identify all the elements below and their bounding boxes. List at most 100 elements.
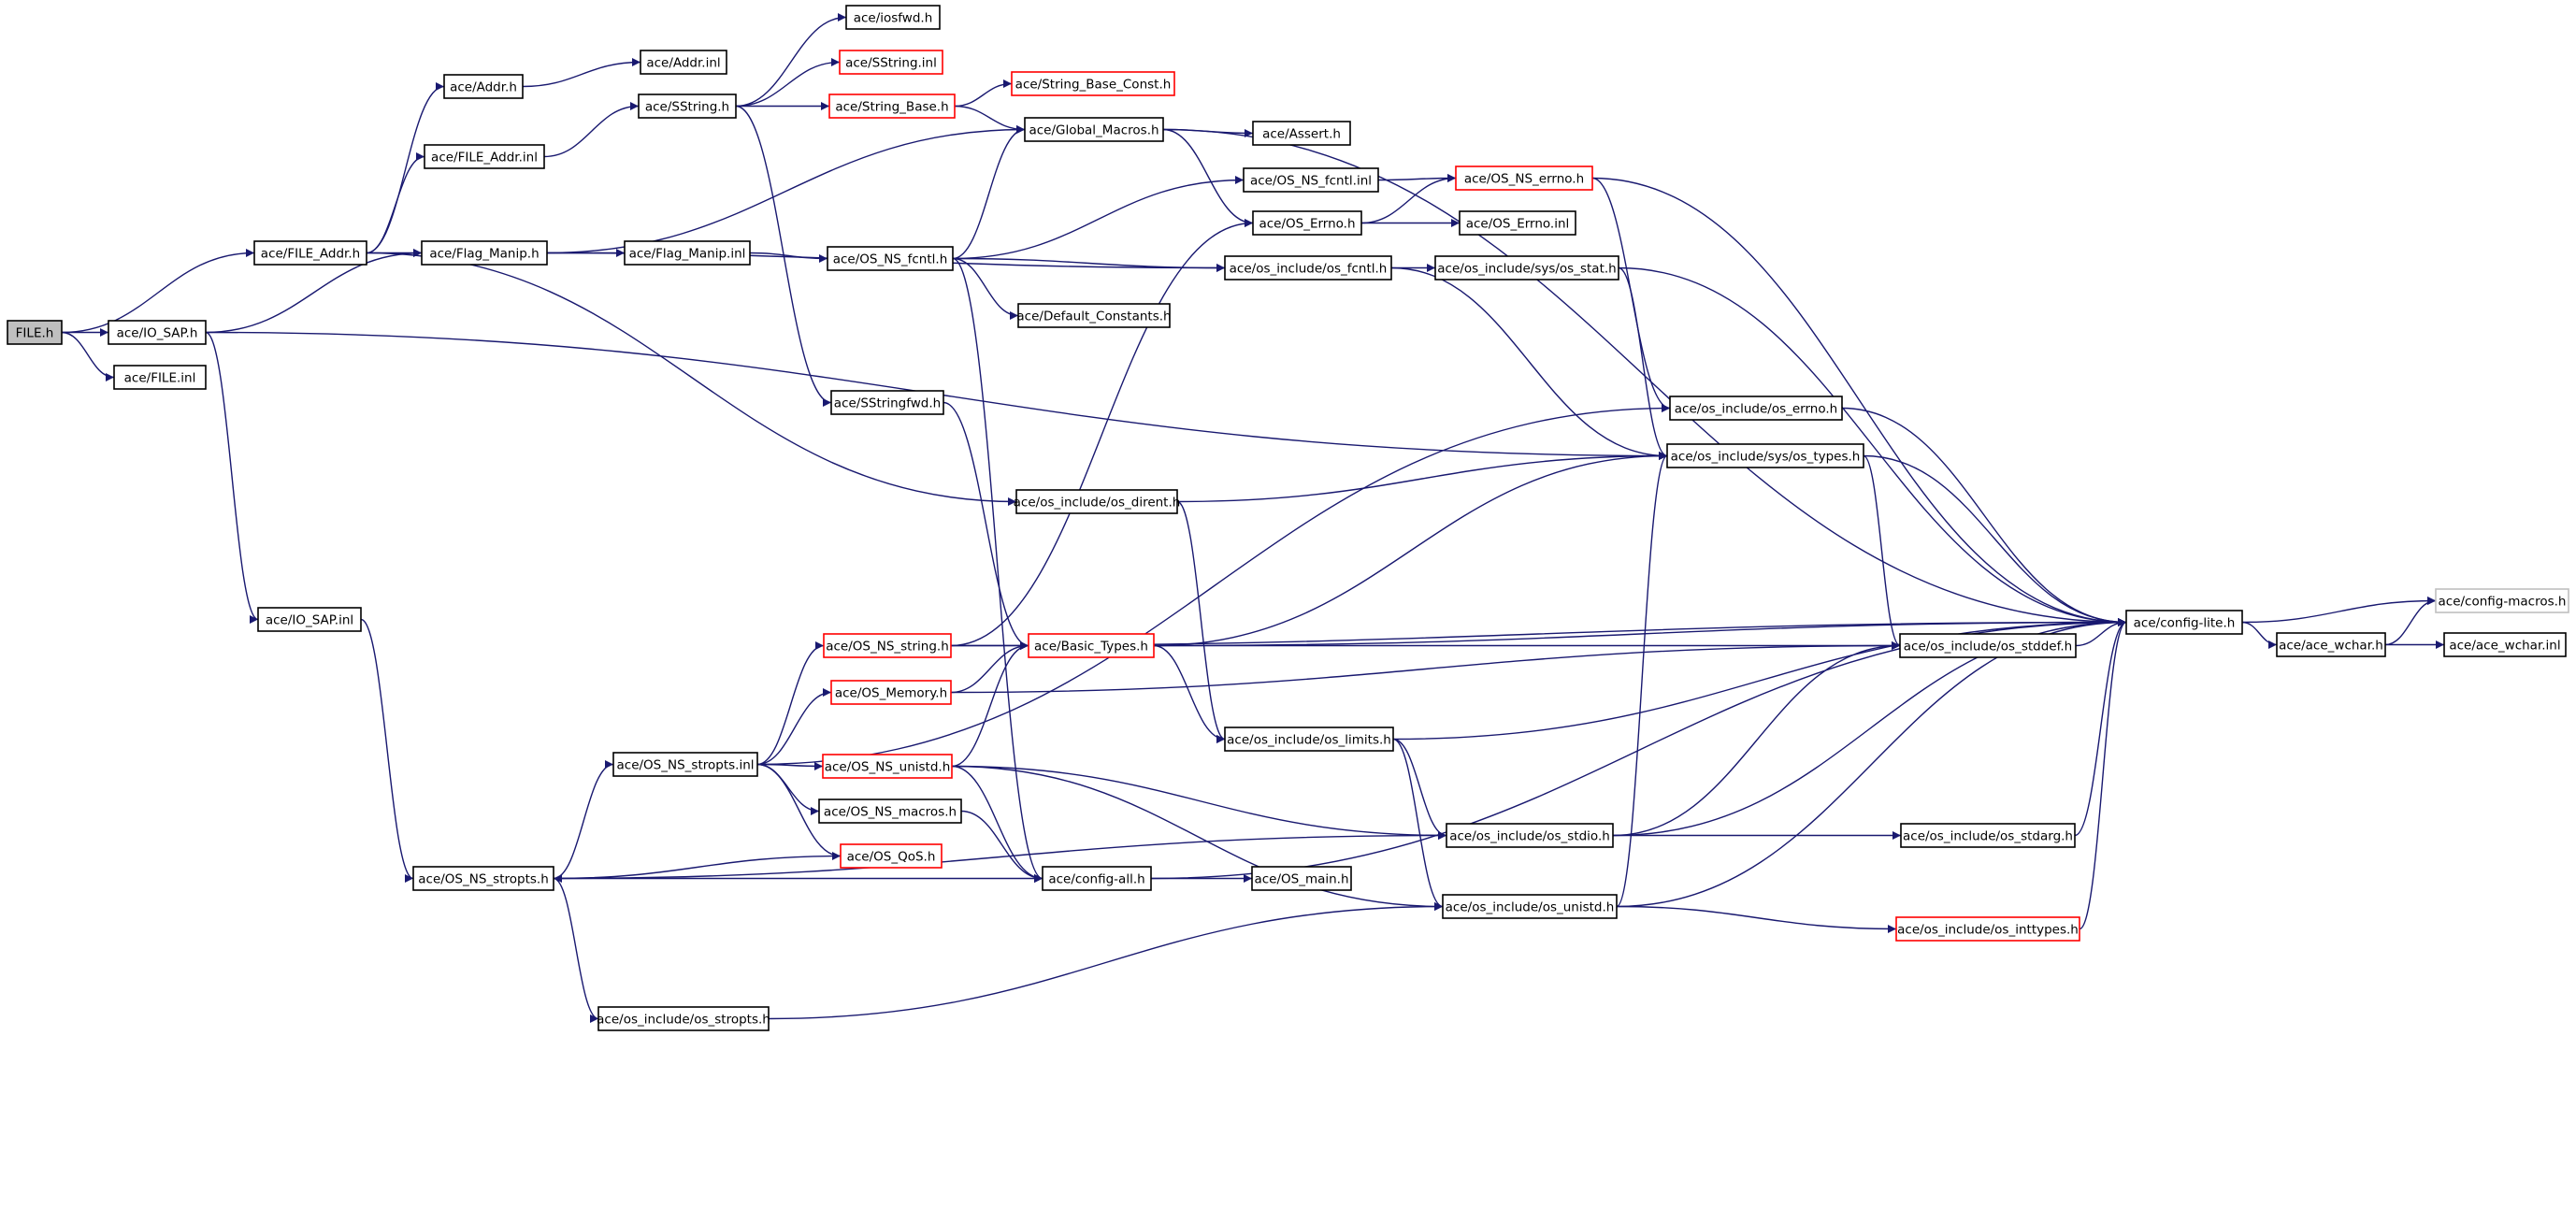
edge-global_macros_h-to-os_errno_h bbox=[1162, 128, 1254, 227]
node-file_inl[interactable]: ace/FILE.inl bbox=[113, 365, 207, 390]
node-os_stdarg_h[interactable]: ace/os_include/os_stdarg.h bbox=[1900, 823, 2076, 848]
node-os_errno_h[interactable]: ace/OS_Errno.h bbox=[1252, 210, 1362, 236]
node-os_dirent_h[interactable]: ace/os_include/os_dirent.h bbox=[1014, 489, 1181, 514]
node-box bbox=[1434, 255, 1619, 281]
node-os_ns_fcntl_inl[interactable]: ace/OS_NS_fcntl.inl bbox=[1243, 167, 1379, 193]
node-box bbox=[1669, 396, 1843, 421]
edge-os_errno_h-to-os_ns_errno_h bbox=[1360, 174, 1457, 224]
edge-layer bbox=[61, 13, 2444, 1023]
edge-os_qos_h-to-os_ns_stropts_h bbox=[553, 855, 842, 883]
node-os_ns_unistd_h[interactable]: ace/OS_NS_unistd.h bbox=[822, 754, 953, 779]
edge-os_ns_stropts_inl-to-os_ns_string_h bbox=[756, 641, 825, 766]
node-label: ace/OS_NS_errno.h bbox=[1464, 172, 1584, 187]
edge-os_limits_h-to-os_stdio_h bbox=[1392, 738, 1447, 840]
node-box bbox=[2276, 632, 2386, 657]
node-box bbox=[845, 5, 941, 30]
edge-basic_types_h-to-os_limits_h bbox=[1153, 644, 1226, 743]
node-os_ns_errno_h[interactable]: ace/OS_NS_errno.h bbox=[1455, 165, 1593, 191]
node-os_stddef_h[interactable]: ace/os_include/os_stddef.h bbox=[1899, 633, 2077, 658]
node-label: ace/Global_Macros.h bbox=[1029, 123, 1158, 138]
node-os_ns_macros_h[interactable]: ace/OS_NS_macros.h bbox=[818, 799, 962, 824]
edge-file_addr_h-to-addr_h bbox=[366, 82, 445, 254]
node-sstring_inl[interactable]: ace/SString.inl bbox=[839, 50, 943, 75]
node-os_limits_h[interactable]: ace/os_include/os_limits.h bbox=[1224, 727, 1394, 752]
node-box bbox=[412, 866, 554, 891]
node-box bbox=[822, 754, 953, 779]
node-box bbox=[108, 320, 207, 345]
node-os_memory_h[interactable]: ace/OS_Memory.h bbox=[830, 680, 952, 705]
node-os_stat_h[interactable]: ace/os_include/sys/os_stat.h bbox=[1434, 255, 1619, 281]
edge-os_stdarg_h-to-config_lite_h bbox=[2074, 618, 2127, 837]
node-label: ace/config-all.h bbox=[1048, 872, 1144, 887]
node-os_ns_fcntl_h[interactable]: ace/OS_NS_fcntl.h bbox=[827, 246, 954, 271]
node-os_ns_stropts_h[interactable]: ace/OS_NS_stropts.h bbox=[412, 866, 554, 891]
node-config_all_h[interactable]: ace/config-all.h bbox=[1042, 866, 1152, 891]
node-label: ace/os_include/os_fcntl.h bbox=[1230, 262, 1388, 277]
node-os_stdio_h[interactable]: ace/os_include/os_stdio.h bbox=[1446, 823, 1614, 848]
node-file_addr_inl[interactable]: ace/FILE_Addr.inl bbox=[424, 144, 545, 169]
node-os_include_fcntl_h[interactable]: ace/os_include/os_fcntl.h bbox=[1224, 255, 1392, 281]
node-flag_manip_h[interactable]: ace/Flag_Manip.h bbox=[421, 240, 548, 266]
node-os_include_unistd_h[interactable]: ace/os_include/os_unistd.h bbox=[1442, 894, 1618, 919]
node-addr_inl[interactable]: ace/Addr.inl bbox=[640, 50, 727, 75]
node-label: ace/FILE_Addr.inl bbox=[431, 151, 538, 165]
node-box bbox=[1028, 633, 1155, 658]
node-io_sap_h[interactable]: ace/IO_SAP.h bbox=[108, 320, 207, 345]
node-os_qos_h[interactable]: ace/OS_QoS.h bbox=[840, 843, 943, 869]
node-box bbox=[1442, 894, 1618, 919]
node-os_main_h[interactable]: ace/OS_main.h bbox=[1251, 866, 1352, 891]
node-ace_wchar_inl[interactable]: ace/ace_wchar.inl bbox=[2443, 632, 2567, 657]
node-box bbox=[830, 680, 952, 705]
edge-os_ns_macros_h-to-config_all_h bbox=[960, 810, 1043, 883]
node-label: ace/String_Base_Const.h bbox=[1015, 78, 1172, 93]
node-os_ns_string_h[interactable]: ace/OS_NS_string.h bbox=[823, 633, 952, 658]
node-box bbox=[443, 74, 524, 99]
node-label: ace/OS_NS_stropts.h bbox=[418, 872, 549, 887]
node-file_h[interactable]: FILE.h bbox=[7, 320, 63, 345]
node-config_macros_h[interactable]: ace/config-macros.h bbox=[2435, 588, 2569, 613]
node-file_addr_h[interactable]: ace/FILE_Addr.h bbox=[253, 240, 367, 266]
node-string_base_const_h[interactable]: ace/String_Base_Const.h bbox=[1011, 71, 1175, 96]
node-label: ace/String_Base.h bbox=[835, 100, 948, 115]
node-assert_h[interactable]: ace/Assert.h bbox=[1252, 121, 1351, 146]
edge-os_types_h-to-os_stddef_h bbox=[1863, 454, 1901, 650]
node-label: ace/Flag_Manip.h bbox=[429, 247, 539, 262]
edge-os_ns_unistd_h-to-os_stdio_h bbox=[951, 765, 1447, 840]
node-label: ace/os_include/os_dirent.h bbox=[1014, 496, 1181, 511]
node-global_macros_h[interactable]: ace/Global_Macros.h bbox=[1024, 117, 1164, 142]
node-sstring_h[interactable]: ace/SString.h bbox=[638, 94, 737, 119]
node-os_types_h[interactable]: ace/os_include/sys/os_types.h bbox=[1666, 443, 1864, 468]
node-basic_types_h[interactable]: ace/Basic_Types.h bbox=[1028, 633, 1155, 658]
node-sstringfwd_h[interactable]: ace/SStringfwd.h bbox=[830, 390, 944, 415]
node-label: ace/os_include/os_stdio.h bbox=[1449, 829, 1610, 844]
edge-os_ns_fcntl_h-to-global_macros_h bbox=[952, 125, 1026, 260]
node-flag_manip_inl[interactable]: ace/Flag_Manip.inl bbox=[624, 240, 751, 266]
node-default_constants_h[interactable]: ace/Default_Constants.h bbox=[1016, 303, 1172, 328]
node-box bbox=[597, 1006, 770, 1031]
node-os_errno_inl[interactable]: ace/OS_Errno.inl bbox=[1459, 210, 1576, 236]
node-os_ns_stropts_inl[interactable]: ace/OS_NS_stropts.inl bbox=[612, 752, 758, 777]
node-box bbox=[612, 752, 758, 777]
node-label: ace/FILE_Addr.h bbox=[261, 247, 360, 262]
edge-string_base_h-to-string_base_const_h bbox=[954, 79, 1013, 108]
node-config_lite_h[interactable]: ace/config-lite.h bbox=[2125, 610, 2243, 635]
node-ace_wchar_h[interactable]: ace/ace_wchar.h bbox=[2276, 632, 2386, 657]
edge-os_stdio_h-to-os_stddef_h bbox=[1612, 641, 1901, 837]
node-io_sap_inl[interactable]: ace/IO_SAP.inl bbox=[257, 607, 362, 632]
node-os_inttypes_h[interactable]: ace/os_include/os_inttypes.h bbox=[1895, 916, 2080, 942]
edge-os_ns_unistd_h-to-os_include_unistd_h bbox=[951, 765, 1444, 911]
node-box bbox=[1899, 633, 2077, 658]
edge-io_sap_h-to-io_sap_inl bbox=[205, 331, 259, 624]
node-box bbox=[2125, 610, 2243, 635]
node-addr_h[interactable]: ace/Addr.h bbox=[443, 74, 524, 99]
node-os_include_errno_h[interactable]: ace/os_include/os_errno.h bbox=[1669, 396, 1843, 421]
node-label: ace/Addr.h bbox=[450, 80, 517, 95]
node-box bbox=[7, 320, 63, 345]
node-string_base_h[interactable]: ace/String_Base.h bbox=[828, 94, 956, 119]
node-box bbox=[827, 246, 954, 271]
node-os_include_stropts_h[interactable]: ace/os_include/os_stropts.h bbox=[597, 1006, 770, 1031]
node-iosfwd_h[interactable]: ace/iosfwd.h bbox=[845, 5, 941, 30]
node-box bbox=[1243, 167, 1379, 193]
node-box bbox=[253, 240, 367, 266]
